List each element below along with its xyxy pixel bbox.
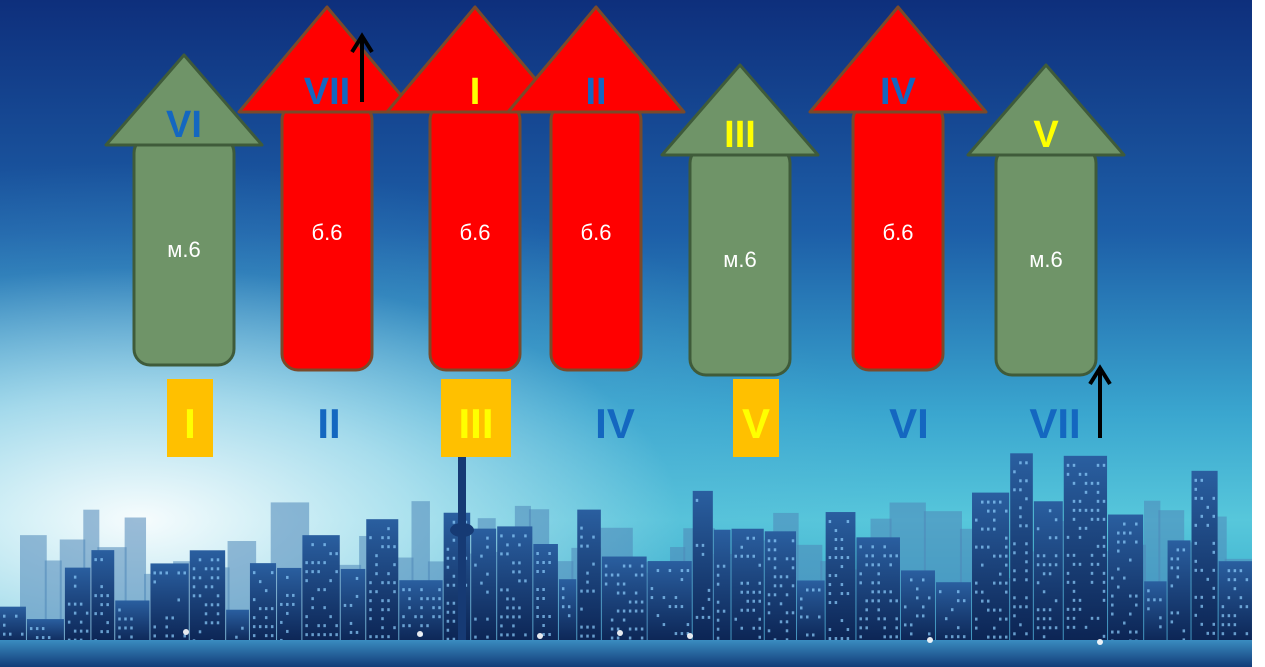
degree-label: VI <box>889 400 929 447</box>
degree-label: V <box>742 400 770 447</box>
degree-1: I <box>167 379 213 457</box>
degree-5: V <box>733 379 779 457</box>
degree-4: IV <box>595 400 635 447</box>
right-margin <box>1252 0 1265 667</box>
degree-7: VII <box>1029 364 1112 447</box>
degree-label: II <box>317 400 340 447</box>
arrow-3: Iб.6 <box>385 5 565 372</box>
interval-label: м.6 <box>1029 247 1062 272</box>
degree-highlight-box <box>441 379 511 457</box>
degree-highlight-box <box>167 379 213 457</box>
arrow-5: III м.6 <box>660 63 820 377</box>
degree-3: III <box>441 379 511 457</box>
interval-label: м.6 <box>167 237 200 262</box>
arrow-head <box>966 63 1126 157</box>
interval-label: б.6 <box>460 220 491 245</box>
arrow-7: Vм.6 <box>966 63 1126 377</box>
arrow-target-degree: V <box>1033 114 1059 156</box>
arrow-head <box>808 5 988 114</box>
arrow-head <box>237 5 417 114</box>
arrow-target-degree: IV <box>880 71 917 113</box>
degree-highlight-box <box>733 379 779 457</box>
degree-label: III <box>458 400 493 447</box>
interval-label: м.6 <box>723 247 756 272</box>
arrow-head <box>385 5 565 114</box>
arrow-target-degree: III <box>724 114 756 156</box>
arrow-2: VII б.6 <box>237 5 417 372</box>
arrow-head <box>660 63 820 157</box>
arrow-target-degree: I <box>470 71 481 113</box>
degree-label: VII <box>1029 400 1080 447</box>
arrow-target-degree: VI <box>166 104 202 146</box>
degree-label: IV <box>595 400 635 447</box>
arrow-1: VI м.6 <box>104 53 264 367</box>
arrow-head <box>506 5 686 114</box>
arrow-target-degree: II <box>585 71 606 113</box>
interval-label: б.6 <box>581 220 612 245</box>
interval-label: б.6 <box>312 220 343 245</box>
arrow-6: IV б.6 <box>808 5 988 372</box>
raised-mark-icon <box>350 32 374 102</box>
degree-6: VI <box>889 400 929 447</box>
arrow-4: II б.6 <box>506 5 686 372</box>
arrow-head <box>104 53 264 147</box>
arrow-target-degree: VII <box>304 71 350 113</box>
degree-label: I <box>184 400 196 447</box>
raised-mark-icon <box>1088 364 1112 438</box>
degree-2: II <box>317 400 340 447</box>
interval-label: б.6 <box>883 220 914 245</box>
